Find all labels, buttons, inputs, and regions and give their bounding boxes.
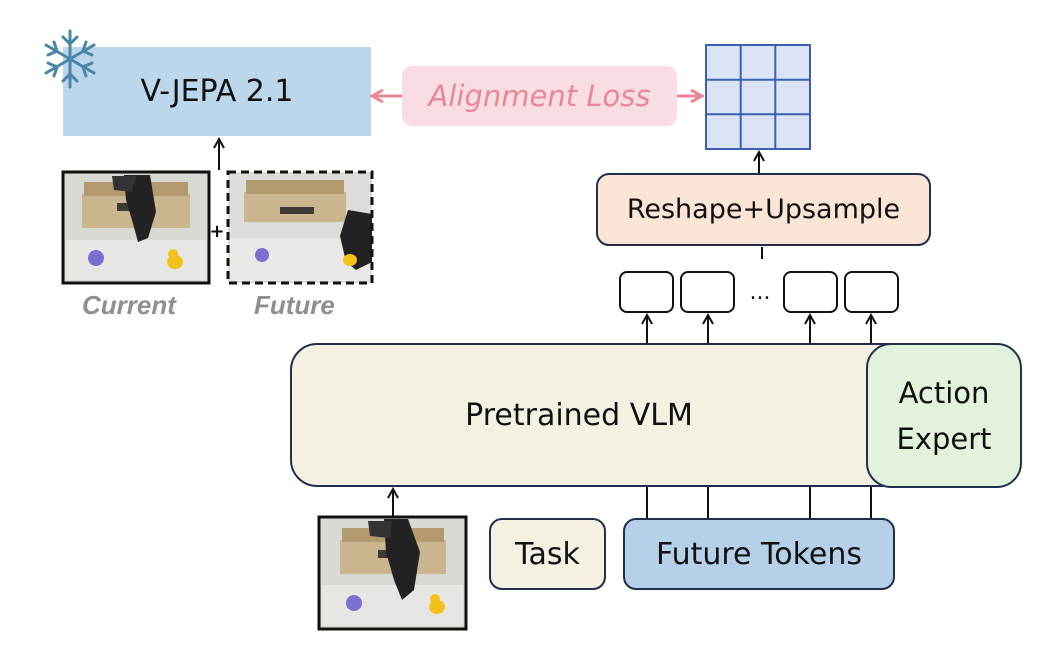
- action-expert-label: Action Expert: [867, 344, 1021, 487]
- current-observation-photo: [317, 515, 468, 631]
- output-token-2: [680, 271, 735, 313]
- snowflake-icon: [44, 29, 96, 89]
- future-tokens-label: Future Tokens: [655, 536, 863, 572]
- task-box: [489, 518, 606, 590]
- token-ellipsis: ...: [749, 279, 771, 305]
- reshape-upsample-box: [596, 173, 931, 246]
- current-caption: Current: [82, 290, 176, 320]
- vjepa-encoder-box: [63, 47, 371, 136]
- output-token-1: [619, 271, 674, 313]
- reshape-upsample-label: Reshape+Upsample: [626, 194, 901, 225]
- action-expert-line1: Action: [898, 375, 990, 410]
- alignment-loss-label: Alignment Loss: [428, 79, 651, 113]
- current-frame-photo: [61, 170, 211, 285]
- output-token-4: [844, 271, 899, 313]
- future-frame-photo: [226, 170, 374, 285]
- plus-sign: +: [209, 221, 224, 242]
- alignment-loss-box: [402, 66, 677, 126]
- feature-grid: [705, 44, 811, 150]
- action-expert-box: [866, 343, 1022, 488]
- future-caption: Future: [254, 290, 335, 320]
- vjepa-encoder-label: V-JEPA 2.1: [140, 74, 294, 109]
- action-expert-line2: Expert: [896, 421, 992, 456]
- output-token-3: [783, 271, 838, 313]
- task-label: Task: [515, 536, 580, 572]
- pretrained-vlm-label: Pretrained VLM: [465, 397, 693, 433]
- future-tokens-box: [623, 518, 895, 590]
